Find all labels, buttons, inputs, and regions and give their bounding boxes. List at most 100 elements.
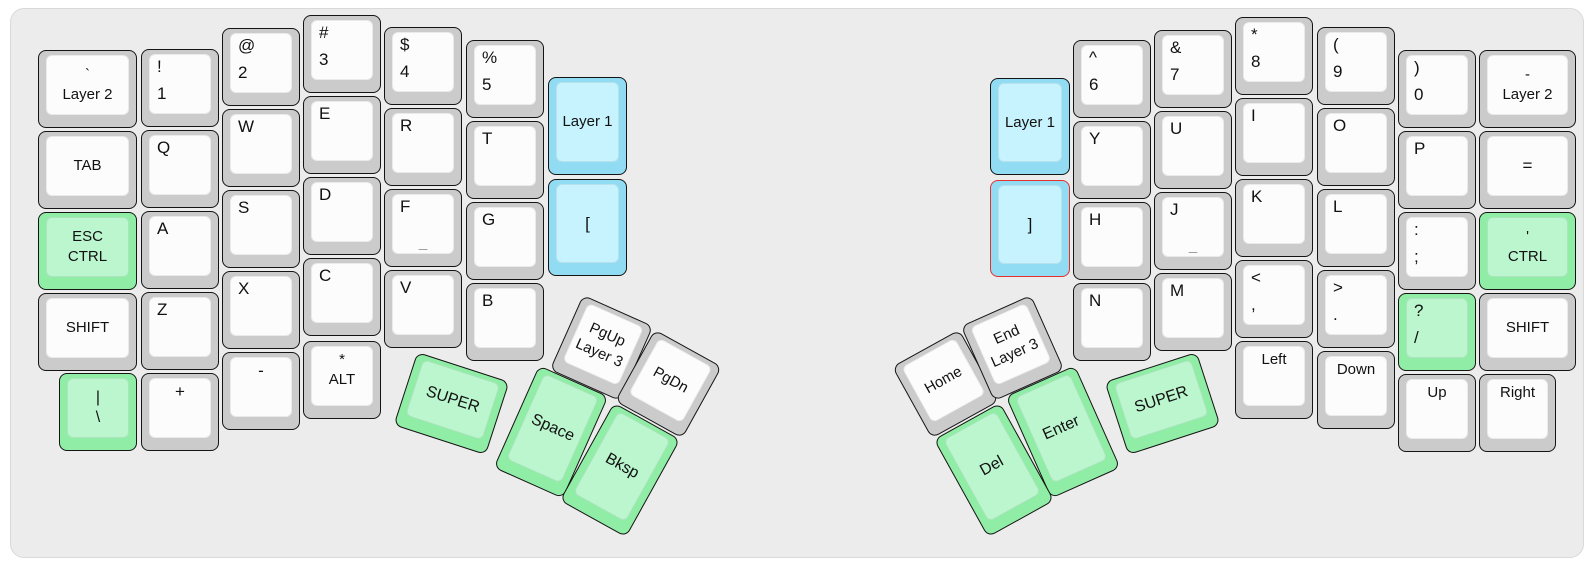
key-colon-semicolon[interactable]: :; [1398,212,1476,290]
key-lparen-9[interactable]: (9 [1317,27,1395,105]
key-j[interactable]: J_ [1154,192,1232,270]
key-label: > [1333,278,1343,297]
keycap-top: P [1406,136,1468,196]
key-label: B [482,291,494,310]
key-h[interactable]: H [1073,202,1151,280]
key-label: V [400,278,412,297]
key-tab[interactable]: TAB [38,131,137,209]
keycap-top: V [392,275,454,335]
key-k[interactable]: K [1235,179,1313,257]
key-star-alt[interactable]: *ALT [303,341,381,419]
key-minus-layer2[interactable]: -Layer 2 [1479,50,1576,128]
keycap-top: Left [1243,346,1305,406]
key-equals[interactable]: = [1479,131,1576,209]
key-pipe-backslash[interactable]: |\ [59,373,137,451]
key-u[interactable]: U [1154,111,1232,189]
key-label: * [339,351,345,368]
key-label: * [1251,25,1258,44]
key-amp-7[interactable]: &7 [1154,30,1232,108]
keycap-top: I [1243,103,1305,163]
key-dollar-4[interactable]: $4 [384,27,462,105]
key-label: Layer 2 [1502,86,1553,103]
key-label: C [319,266,332,285]
key-grave-layer2[interactable]: `Layer 2 [38,50,137,128]
key-gt-period[interactable]: >. [1317,270,1395,348]
key-excl-1[interactable]: !1 [141,49,219,127]
key-percent-5[interactable]: %5 [466,40,544,118]
keycap-top: `Layer 2 [46,55,129,115]
key-label: [ [585,213,590,233]
key-t[interactable]: T [466,121,544,199]
key-minus[interactable]: - [222,352,300,430]
keycap-top: Layer 1 [998,83,1062,162]
keycap-top: R [392,113,454,173]
key-g[interactable]: G [466,202,544,280]
key-y[interactable]: Y [1073,121,1151,199]
key-layer1-right[interactable]: Layer 1 [990,78,1070,175]
key-q[interactable]: Q [141,130,219,208]
key-label: Del [977,452,1007,480]
key-r[interactable]: R [384,108,462,186]
key-label: ; [1414,247,1419,266]
key-label: R [400,116,413,135]
keycap-top: Down [1325,356,1387,416]
key-w[interactable]: W [222,109,300,187]
key-question-slash[interactable]: ?/ [1398,293,1476,371]
keycap-top: <, [1243,265,1305,325]
key-lbracket[interactable]: [ [548,179,627,276]
key-arrow-left[interactable]: Left [1235,341,1313,419]
keycap-top: W [230,114,292,174]
key-p[interactable]: P [1398,131,1476,209]
key-label: & [1170,38,1182,57]
key-label: K [1251,187,1263,206]
key-i[interactable]: I [1235,98,1313,176]
key-arrow-down[interactable]: Down [1317,351,1395,429]
key-layer1-left[interactable]: Layer 1 [548,77,627,175]
key-rbracket[interactable]: ] [990,180,1070,277]
key-z[interactable]: Z [141,292,219,370]
key-label: | [95,389,101,406]
keycap-top: N [1081,288,1143,348]
key-arrow-right[interactable]: Right [1479,374,1556,452]
keycap-top: ?/ [1406,298,1468,358]
key-f[interactable]: F_ [384,189,462,267]
key-shift-right[interactable]: SHIFT [1479,293,1576,371]
key-label: N [1089,291,1102,310]
key-n[interactable]: N [1073,283,1151,361]
key-v[interactable]: V [384,270,462,348]
key-label: Y [1089,129,1101,148]
key-o[interactable]: O [1317,108,1395,186]
keycap-top: SHIFT [46,298,129,358]
key-lt-comma[interactable]: <, [1235,260,1313,338]
key-c[interactable]: C [303,258,381,336]
key-caret-6[interactable]: ^6 [1073,40,1151,118]
keycap-top: [ [556,184,619,263]
key-quote-ctrl[interactable]: 'CTRL [1479,212,1576,290]
key-label: J [1170,200,1179,219]
key-at-2[interactable]: @2 [222,28,300,106]
key-label: T [482,129,493,148]
key-label: 6 [1089,75,1099,94]
key-a[interactable]: A [141,211,219,289]
key-label: < [1251,268,1261,287]
keycap-top: E [311,101,373,161]
key-m[interactable]: M [1154,273,1232,351]
key-e[interactable]: E [303,96,381,174]
key-label: - [258,361,264,380]
key-d[interactable]: D [303,177,381,255]
key-s[interactable]: S [222,190,300,268]
key-b[interactable]: B [466,283,544,361]
key-label: L [1333,197,1343,216]
keycap-top: &7 [1162,35,1224,95]
key-hash-3[interactable]: #3 [303,15,381,93]
key-rparen-0[interactable]: )0 [1398,50,1476,128]
keycap-top: :; [1406,217,1468,277]
key-shift-left[interactable]: SHIFT [38,293,137,371]
keycap-top: |\ [67,378,129,438]
key-x[interactable]: X [222,271,300,349]
key-arrow-up[interactable]: Up [1398,374,1476,452]
key-plus[interactable]: + [141,373,219,451]
key-l[interactable]: L [1317,189,1395,267]
key-star-8[interactable]: *8 [1235,17,1313,95]
